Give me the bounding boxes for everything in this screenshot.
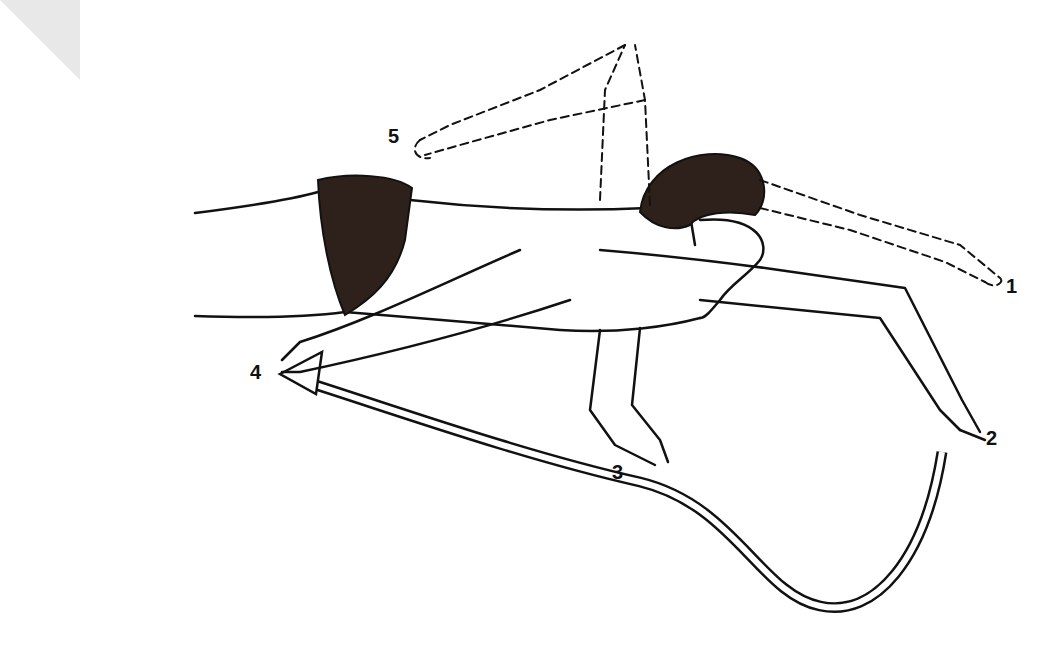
upper-arm-front xyxy=(635,45,650,205)
upper-arm-back xyxy=(600,45,625,200)
swimmer-body xyxy=(195,192,985,465)
front-arm-bottom xyxy=(700,300,960,430)
hair xyxy=(640,154,764,228)
leg-top-line xyxy=(195,192,318,213)
back-line xyxy=(410,200,648,210)
hand-path-arrow xyxy=(280,352,942,608)
corner-mark xyxy=(0,0,80,80)
callout-number: 3 xyxy=(612,462,623,482)
swimsuit xyxy=(318,176,412,315)
path-outline xyxy=(300,380,942,608)
forearm-bottom xyxy=(425,100,645,155)
callout-number: 5 xyxy=(388,126,399,146)
leg-bottom-line xyxy=(195,312,345,317)
callout-number: 2 xyxy=(986,428,997,448)
callout-number: 4 xyxy=(250,362,261,382)
callout-number: 1 xyxy=(1006,276,1017,296)
forearm-top xyxy=(420,45,625,140)
recovery-hand xyxy=(415,140,430,158)
bent-arm-back xyxy=(590,330,655,465)
fingers xyxy=(960,430,985,440)
entry-arm-top xyxy=(760,180,1000,278)
back-arm-top xyxy=(282,250,520,360)
face-profile xyxy=(700,219,763,318)
entry-hand xyxy=(985,278,1001,285)
front-arm-top xyxy=(600,250,980,432)
entry-arm-bottom xyxy=(760,208,985,282)
path-inner xyxy=(300,380,942,608)
back-arm-bottom xyxy=(282,300,570,372)
recovery-arm-outline xyxy=(415,45,1002,285)
bent-arm-front xyxy=(632,328,668,462)
